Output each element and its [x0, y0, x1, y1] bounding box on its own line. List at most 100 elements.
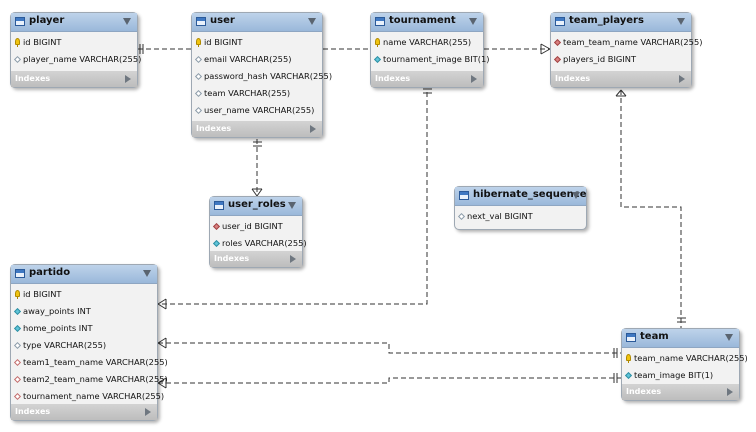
- table-title: player: [29, 15, 65, 26]
- column-row[interactable]: team VARCHAR(255): [192, 85, 322, 102]
- table-tournament[interactable]: tournament name VARCHAR(255) tournament_im…: [370, 12, 489, 88]
- column-diamond-icon: [13, 55, 22, 64]
- end-team-left-one-mandatory-1: [613, 348, 618, 358]
- table-user[interactable]: user id BIGINT email VARCHAR(255) password_…: [191, 12, 332, 138]
- table-player[interactable]: player id BIGINT player_name VARCHAR(255) I…: [10, 12, 141, 88]
- column-diamond-icon: [373, 55, 382, 64]
- end-team-players-many: [540, 43, 551, 55]
- expand-arrow-icon[interactable]: [727, 388, 733, 396]
- indexes-section[interactable]: Indexes: [371, 71, 483, 87]
- collapse-triangle-icon[interactable]: [677, 18, 685, 25]
- rel-partido-team-2: [158, 377, 621, 384]
- column-diamond-icon: [13, 324, 22, 333]
- column-label: team2_team_name VARCHAR(255): [23, 374, 168, 384]
- column-label: id BIGINT: [204, 37, 243, 47]
- column-row[interactable]: team_name VARCHAR(255): [622, 350, 748, 367]
- column-row[interactable]: user_id BIGINT: [210, 218, 302, 235]
- column-row[interactable]: team2_team_name VARCHAR(255): [11, 371, 168, 388]
- column-label: player_name VARCHAR(255): [23, 54, 142, 64]
- table-title: tournament: [389, 15, 456, 26]
- column-label: user_id BIGINT: [222, 221, 283, 231]
- table-team-players[interactable]: team_players team_team_name VARCHAR(255)p…: [550, 12, 702, 88]
- column-diamond-icon: [624, 371, 633, 380]
- column-row[interactable]: away_points INT: [11, 303, 157, 320]
- column-row[interactable]: email VARCHAR(255): [192, 51, 322, 68]
- collapse-triangle-icon[interactable]: [143, 270, 151, 277]
- column-row[interactable]: team1_team_name VARCHAR(255): [11, 354, 168, 371]
- column-row[interactable]: name VARCHAR(255): [371, 34, 483, 51]
- table-header[interactable]: user_roles: [210, 197, 302, 216]
- table-header[interactable]: tournament: [371, 13, 483, 32]
- table-header[interactable]: team_players: [551, 13, 691, 32]
- column-row[interactable]: id BIGINT: [192, 34, 322, 51]
- column-diamond-icon: [212, 239, 221, 248]
- column-row[interactable]: team_image BIT(1): [622, 367, 739, 384]
- table-team[interactable]: team team_name VARCHAR(255)team_image BIT…: [621, 328, 748, 401]
- table-title: team: [640, 331, 669, 342]
- column-row[interactable]: next_val BIGINT: [455, 208, 586, 225]
- table-hibernate-sequence[interactable]: hibernate_sequence next_val BIGINT: [454, 186, 587, 230]
- table-title: team_players: [569, 15, 644, 26]
- expand-arrow-icon[interactable]: [310, 125, 316, 133]
- end-team-players-bottom-many: [615, 89, 627, 97]
- collapse-triangle-icon[interactable]: [308, 18, 316, 25]
- indexes-label: Indexes: [196, 124, 232, 133]
- end-partido-team1-many: [157, 337, 167, 349]
- table-header[interactable]: hibernate_sequence: [455, 187, 586, 206]
- column-row[interactable]: tournament_name VARCHAR(255): [11, 388, 164, 405]
- table-title: user_roles: [228, 199, 286, 210]
- collapse-triangle-icon[interactable]: [288, 202, 296, 209]
- collapse-triangle-icon[interactable]: [572, 192, 580, 199]
- indexes-label: Indexes: [626, 387, 662, 396]
- column-diamond-icon: [13, 358, 22, 367]
- indexes-section[interactable]: Indexes: [622, 384, 739, 400]
- indexes-section[interactable]: Indexes: [192, 121, 322, 137]
- column-label: tournament_name VARCHAR(255): [23, 391, 165, 401]
- expand-arrow-icon[interactable]: [125, 75, 131, 83]
- table-header[interactable]: user: [192, 13, 322, 32]
- expand-arrow-icon[interactable]: [471, 75, 477, 83]
- column-diamond-icon: [194, 55, 203, 64]
- end-partido-tournament-many: [157, 298, 167, 310]
- column-row[interactable]: user_name VARCHAR(255): [192, 102, 322, 119]
- indexes-section[interactable]: Indexes: [210, 251, 302, 267]
- table-header[interactable]: partido: [11, 265, 157, 284]
- column-row[interactable]: id BIGINT: [11, 286, 157, 303]
- end-user-bottom-one-mandatory: [253, 141, 262, 147]
- table-header[interactable]: player: [11, 13, 137, 32]
- collapse-triangle-icon[interactable]: [469, 18, 477, 25]
- table-user-roles[interactable]: user_roles user_id BIGINT roles VARCHAR(25…: [209, 196, 307, 268]
- column-row[interactable]: home_points INT: [11, 320, 157, 337]
- column-label: type VARCHAR(255): [23, 340, 107, 350]
- column-row[interactable]: team_team_name VARCHAR(255): [551, 34, 702, 51]
- column-row[interactable]: player_name VARCHAR(255): [11, 51, 141, 68]
- column-label: password_hash VARCHAR(255): [204, 71, 333, 81]
- column-row[interactable]: roles VARCHAR(255): [210, 235, 307, 252]
- column-label: name VARCHAR(255): [383, 37, 472, 47]
- column-label: home_points INT: [23, 323, 93, 333]
- collapse-triangle-icon[interactable]: [725, 334, 733, 341]
- expand-arrow-icon[interactable]: [290, 255, 296, 263]
- table-icon: [15, 17, 25, 26]
- table-icon: [214, 201, 224, 210]
- end-team-top-one-mandatory: [677, 317, 686, 323]
- indexes-section[interactable]: Indexes: [11, 71, 137, 87]
- column-label: team VARCHAR(255): [204, 88, 291, 98]
- primary-key-icon: [196, 38, 201, 47]
- table-header[interactable]: team: [622, 329, 739, 348]
- primary-key-icon: [15, 38, 20, 47]
- indexes-section[interactable]: Indexes: [551, 71, 691, 87]
- rel-partido-team-1: [158, 342, 621, 354]
- column-label: roles VARCHAR(255): [222, 238, 307, 248]
- end-player-one-mandatory: [139, 44, 144, 54]
- indexes-section[interactable]: Indexes: [11, 404, 157, 420]
- column-row[interactable]: type VARCHAR(255): [11, 337, 157, 354]
- expand-arrow-icon[interactable]: [145, 408, 151, 416]
- expand-arrow-icon[interactable]: [679, 75, 685, 83]
- column-row[interactable]: tournament_image BIT(1): [371, 51, 489, 68]
- collapse-triangle-icon[interactable]: [123, 18, 131, 25]
- column-row[interactable]: password_hash VARCHAR(255): [192, 68, 332, 85]
- column-row[interactable]: players_id BIGINT: [551, 51, 691, 68]
- column-row[interactable]: id BIGINT: [11, 34, 137, 51]
